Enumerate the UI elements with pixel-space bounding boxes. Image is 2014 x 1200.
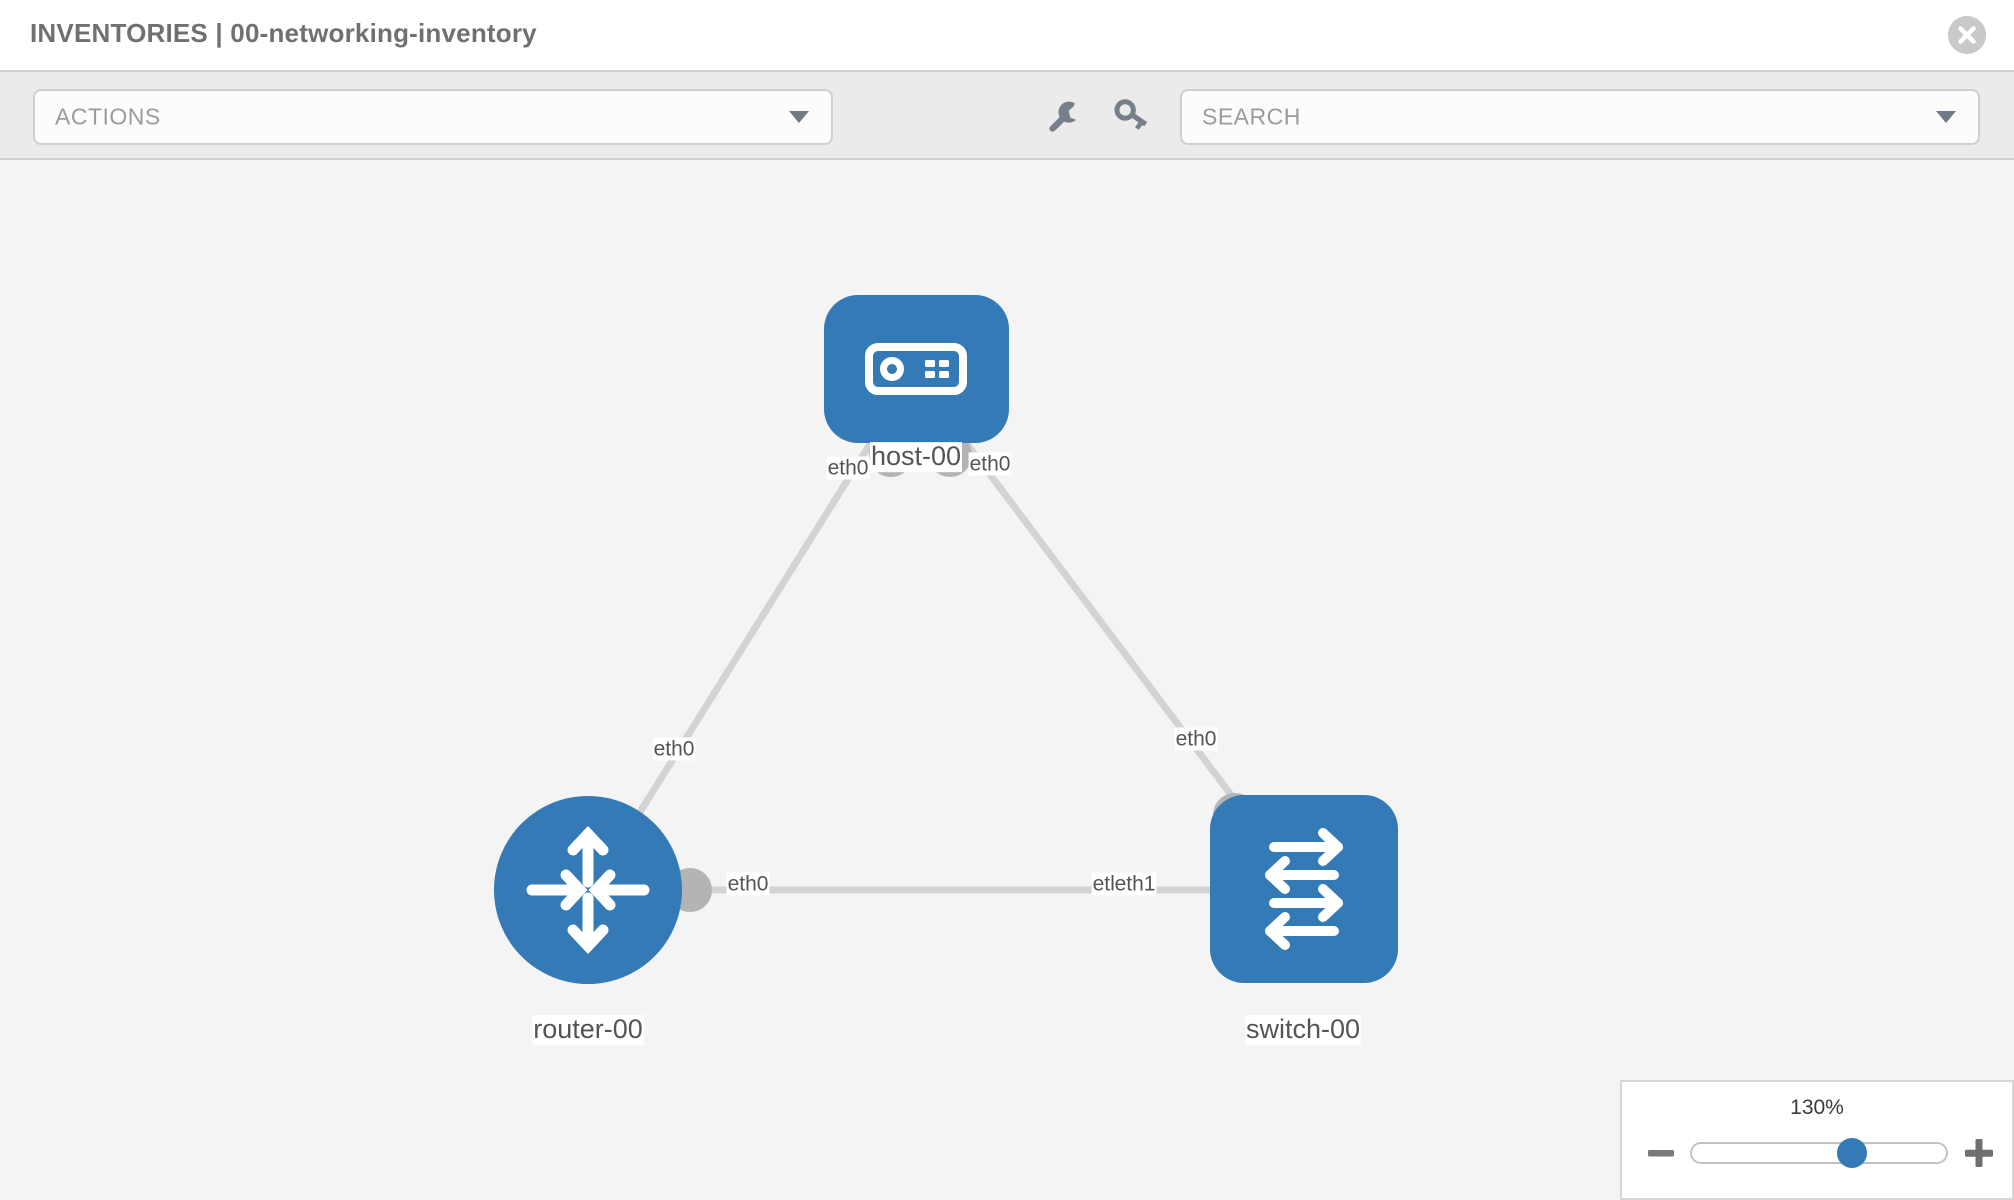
minus-icon[interactable] [1644,1136,1678,1170]
edge-label-host-eth0-left: eth0 [826,456,870,480]
topology-graph [494,295,1398,984]
search-input-placeholder: SEARCH [1202,103,1301,130]
edge-label-switch-eth0-uplink: eth0 [1174,727,1218,751]
edge-label-switch-eth1: eth1 [1113,872,1157,896]
node-router-00[interactable] [494,796,682,984]
topology-ports [668,433,1257,912]
zoom-slider-thumb[interactable] [1837,1138,1868,1168]
close-icon[interactable] [1948,16,1986,54]
zoom-level-value: 130% [1790,1096,1844,1119]
edge-label-router-eth0: eth0 [726,872,770,896]
wrench-icon[interactable] [1040,94,1086,140]
zoom-control-panel: 130% [1620,1080,2014,1200]
chevron-down-icon [1936,111,1956,123]
edge-label-host-eth0-right: eth0 [968,452,1012,476]
chevron-down-icon [789,111,809,123]
node-host-00[interactable] [824,295,1009,443]
node-label-router-00: router-00 [532,1014,644,1045]
zoom-slider-track[interactable] [1690,1138,1948,1168]
topology-links [607,425,1283,894]
zoom-slider-row [1622,1134,2012,1174]
page-title: INVENTORIES | 00-networking-inventory [30,18,537,48]
actions-dropdown[interactable]: ACTIONS [33,89,833,145]
plus-icon[interactable] [1962,1136,1996,1170]
page-header: INVENTORIES | 00-networking-inventory [0,0,2014,70]
search-dropdown[interactable]: SEARCH [1180,89,1980,145]
link-host-router [607,426,883,862]
node-label-switch-00: switch-00 [1244,1014,1362,1045]
node-label-host-00: host-00 [869,441,963,472]
edge-label-router-eth0-uplink: eth0 [652,737,696,761]
node-switch-00[interactable] [1210,795,1398,983]
key-icon[interactable] [1107,94,1153,140]
link-host-switch [952,425,1283,863]
topology-canvas[interactable]: host-00 router-00 switch-00 eth0 eth0 et… [0,160,2014,1200]
toolbar: ACTIONS SEARCH [0,70,2014,160]
actions-dropdown-label: ACTIONS [55,103,161,130]
